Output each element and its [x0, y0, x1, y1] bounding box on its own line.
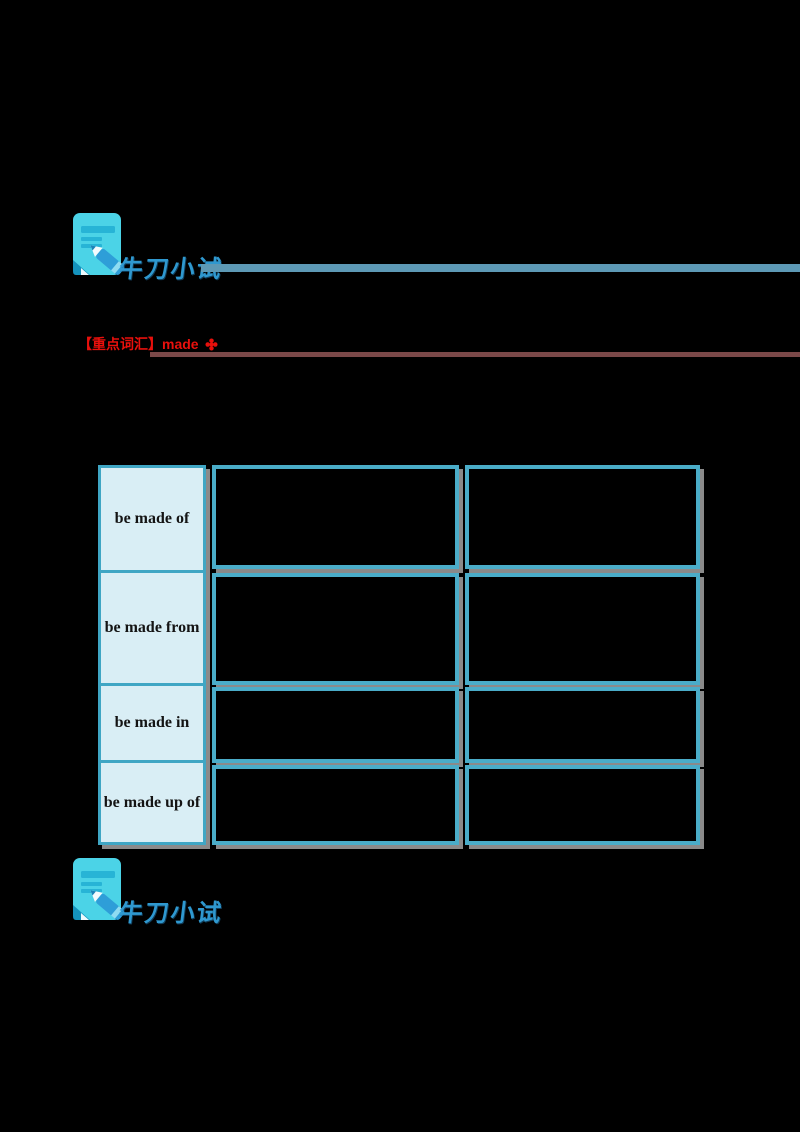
vocab-heading-rule: [150, 352, 800, 357]
table-row-label: be made in: [101, 686, 203, 760]
answer-cell: [212, 465, 459, 569]
table-row-label: be made up of: [101, 763, 203, 842]
section-title-bottom: 牛刀小试: [116, 900, 225, 927]
vocab-heading: 【重点词汇】made: [78, 334, 218, 354]
note-pencil-icon: [73, 213, 125, 275]
answer-cell: [465, 765, 700, 845]
table-label-column: be made of be made from be made in be ma…: [98, 465, 206, 845]
answer-cell: [465, 465, 700, 569]
table-row-label: be made of: [101, 468, 203, 570]
vocab-heading-text: 【重点词汇】made: [78, 336, 199, 352]
answer-cell: [212, 765, 459, 845]
table-row-label: be made from: [101, 573, 203, 683]
answer-cell: [212, 573, 459, 685]
top-banner-rule: [201, 264, 800, 272]
note-pencil-icon: [73, 858, 125, 920]
answer-cell: [465, 573, 700, 685]
flower-icon: [205, 337, 218, 351]
answer-cell: [465, 687, 700, 763]
answer-cell: [212, 687, 459, 763]
vocab-table: be made of be made from be made in be ma…: [98, 465, 702, 845]
